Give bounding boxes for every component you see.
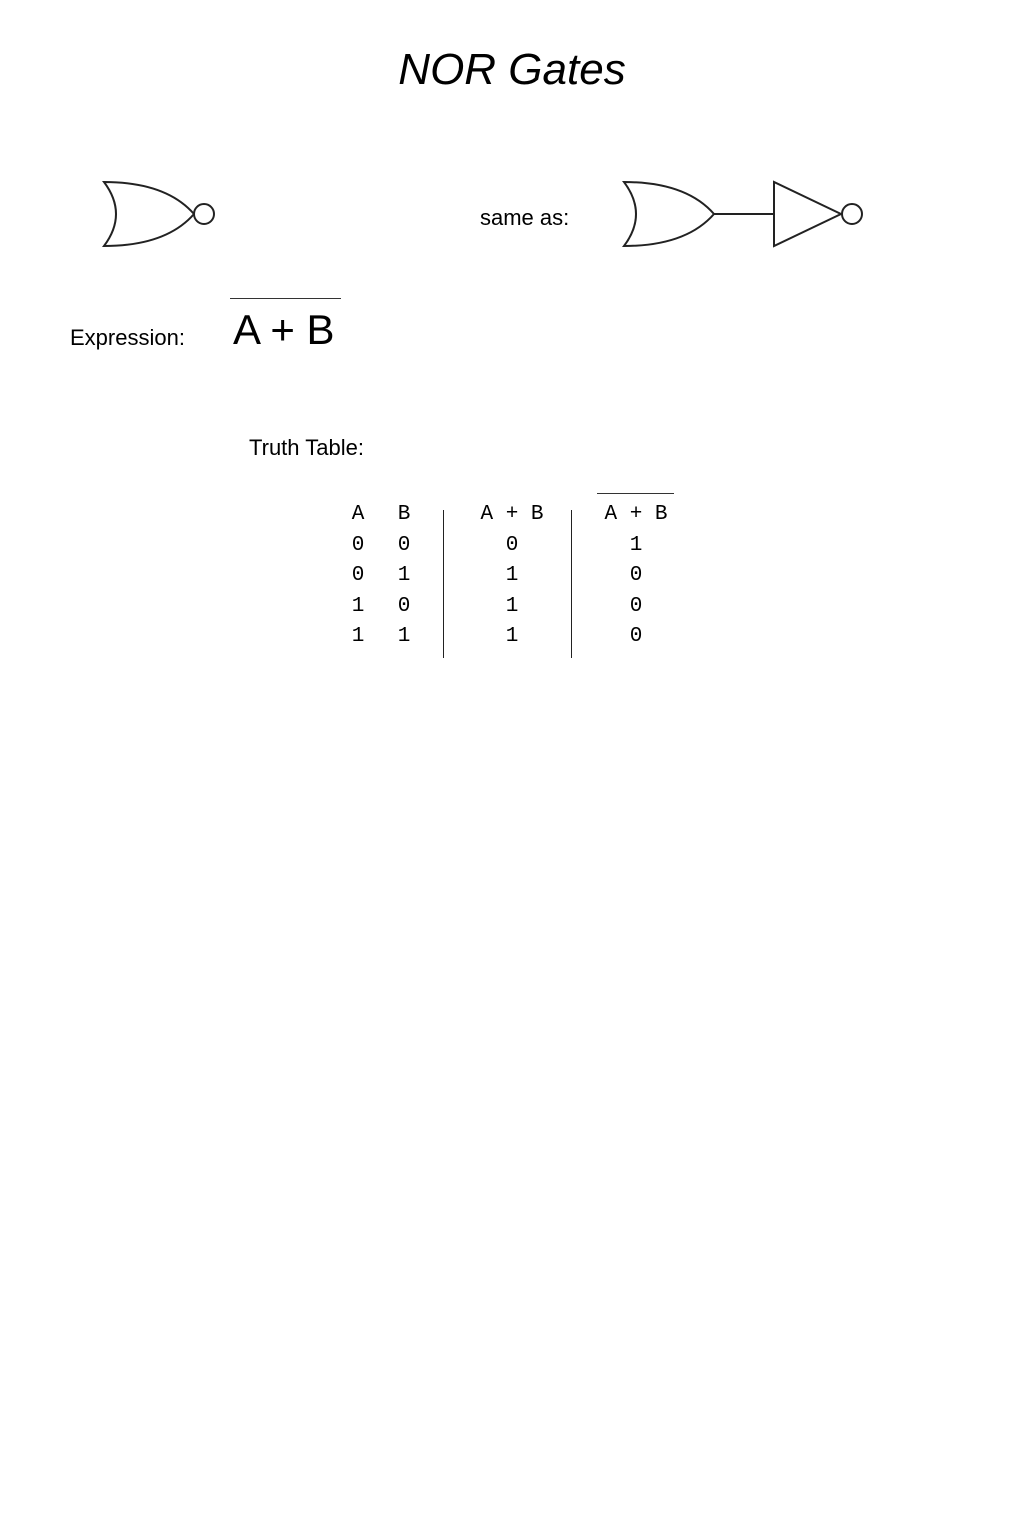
page-title: NOR Gates xyxy=(398,45,626,94)
nor-gate-bubble xyxy=(193,203,215,225)
column-divider xyxy=(443,510,444,658)
table-cell: 0 xyxy=(351,534,365,557)
header-b: B xyxy=(397,503,411,526)
truth-table-label: Truth Table: xyxy=(249,435,364,460)
table-cell: 1 xyxy=(351,625,365,648)
table-cell: 1 xyxy=(505,625,519,648)
not-gate-triangle xyxy=(773,180,844,248)
nor-gate-symbol xyxy=(102,180,215,248)
header-a: A xyxy=(351,503,365,526)
column-divider xyxy=(571,510,572,658)
table-cell: 1 xyxy=(397,625,411,648)
table-cell: 0 xyxy=(351,564,365,587)
truth-table: A B A + B A + B 0 0 0 1 0 1 1 0 1 0 1 0 … xyxy=(340,493,690,660)
not-gate-bubble xyxy=(841,203,863,225)
table-cell: 1 xyxy=(351,595,365,618)
nor-gate-body xyxy=(102,180,196,248)
table-cell: 0 xyxy=(397,534,411,557)
expression-label: Expression: xyxy=(70,325,185,350)
same-as-label: same as: xyxy=(480,205,570,230)
table-cell: 1 xyxy=(397,564,411,587)
table-cell: 0 xyxy=(629,625,643,648)
header-a-plus-b: A + B xyxy=(480,503,544,526)
table-cell: 0 xyxy=(505,534,519,557)
table-cell: 1 xyxy=(505,595,519,618)
expression-overline xyxy=(230,298,341,299)
truth-table-header-overline xyxy=(597,493,674,494)
table-cell: 1 xyxy=(505,564,519,587)
table-cell: 0 xyxy=(629,595,643,618)
table-cell: 0 xyxy=(397,595,411,618)
expression-value: A + B xyxy=(233,306,335,353)
or-not-equivalent-symbol xyxy=(622,180,863,248)
table-cell: 0 xyxy=(629,564,643,587)
table-cell: 1 xyxy=(629,534,643,557)
header-nor: A + B xyxy=(604,503,668,526)
or-gate-body xyxy=(622,180,716,248)
